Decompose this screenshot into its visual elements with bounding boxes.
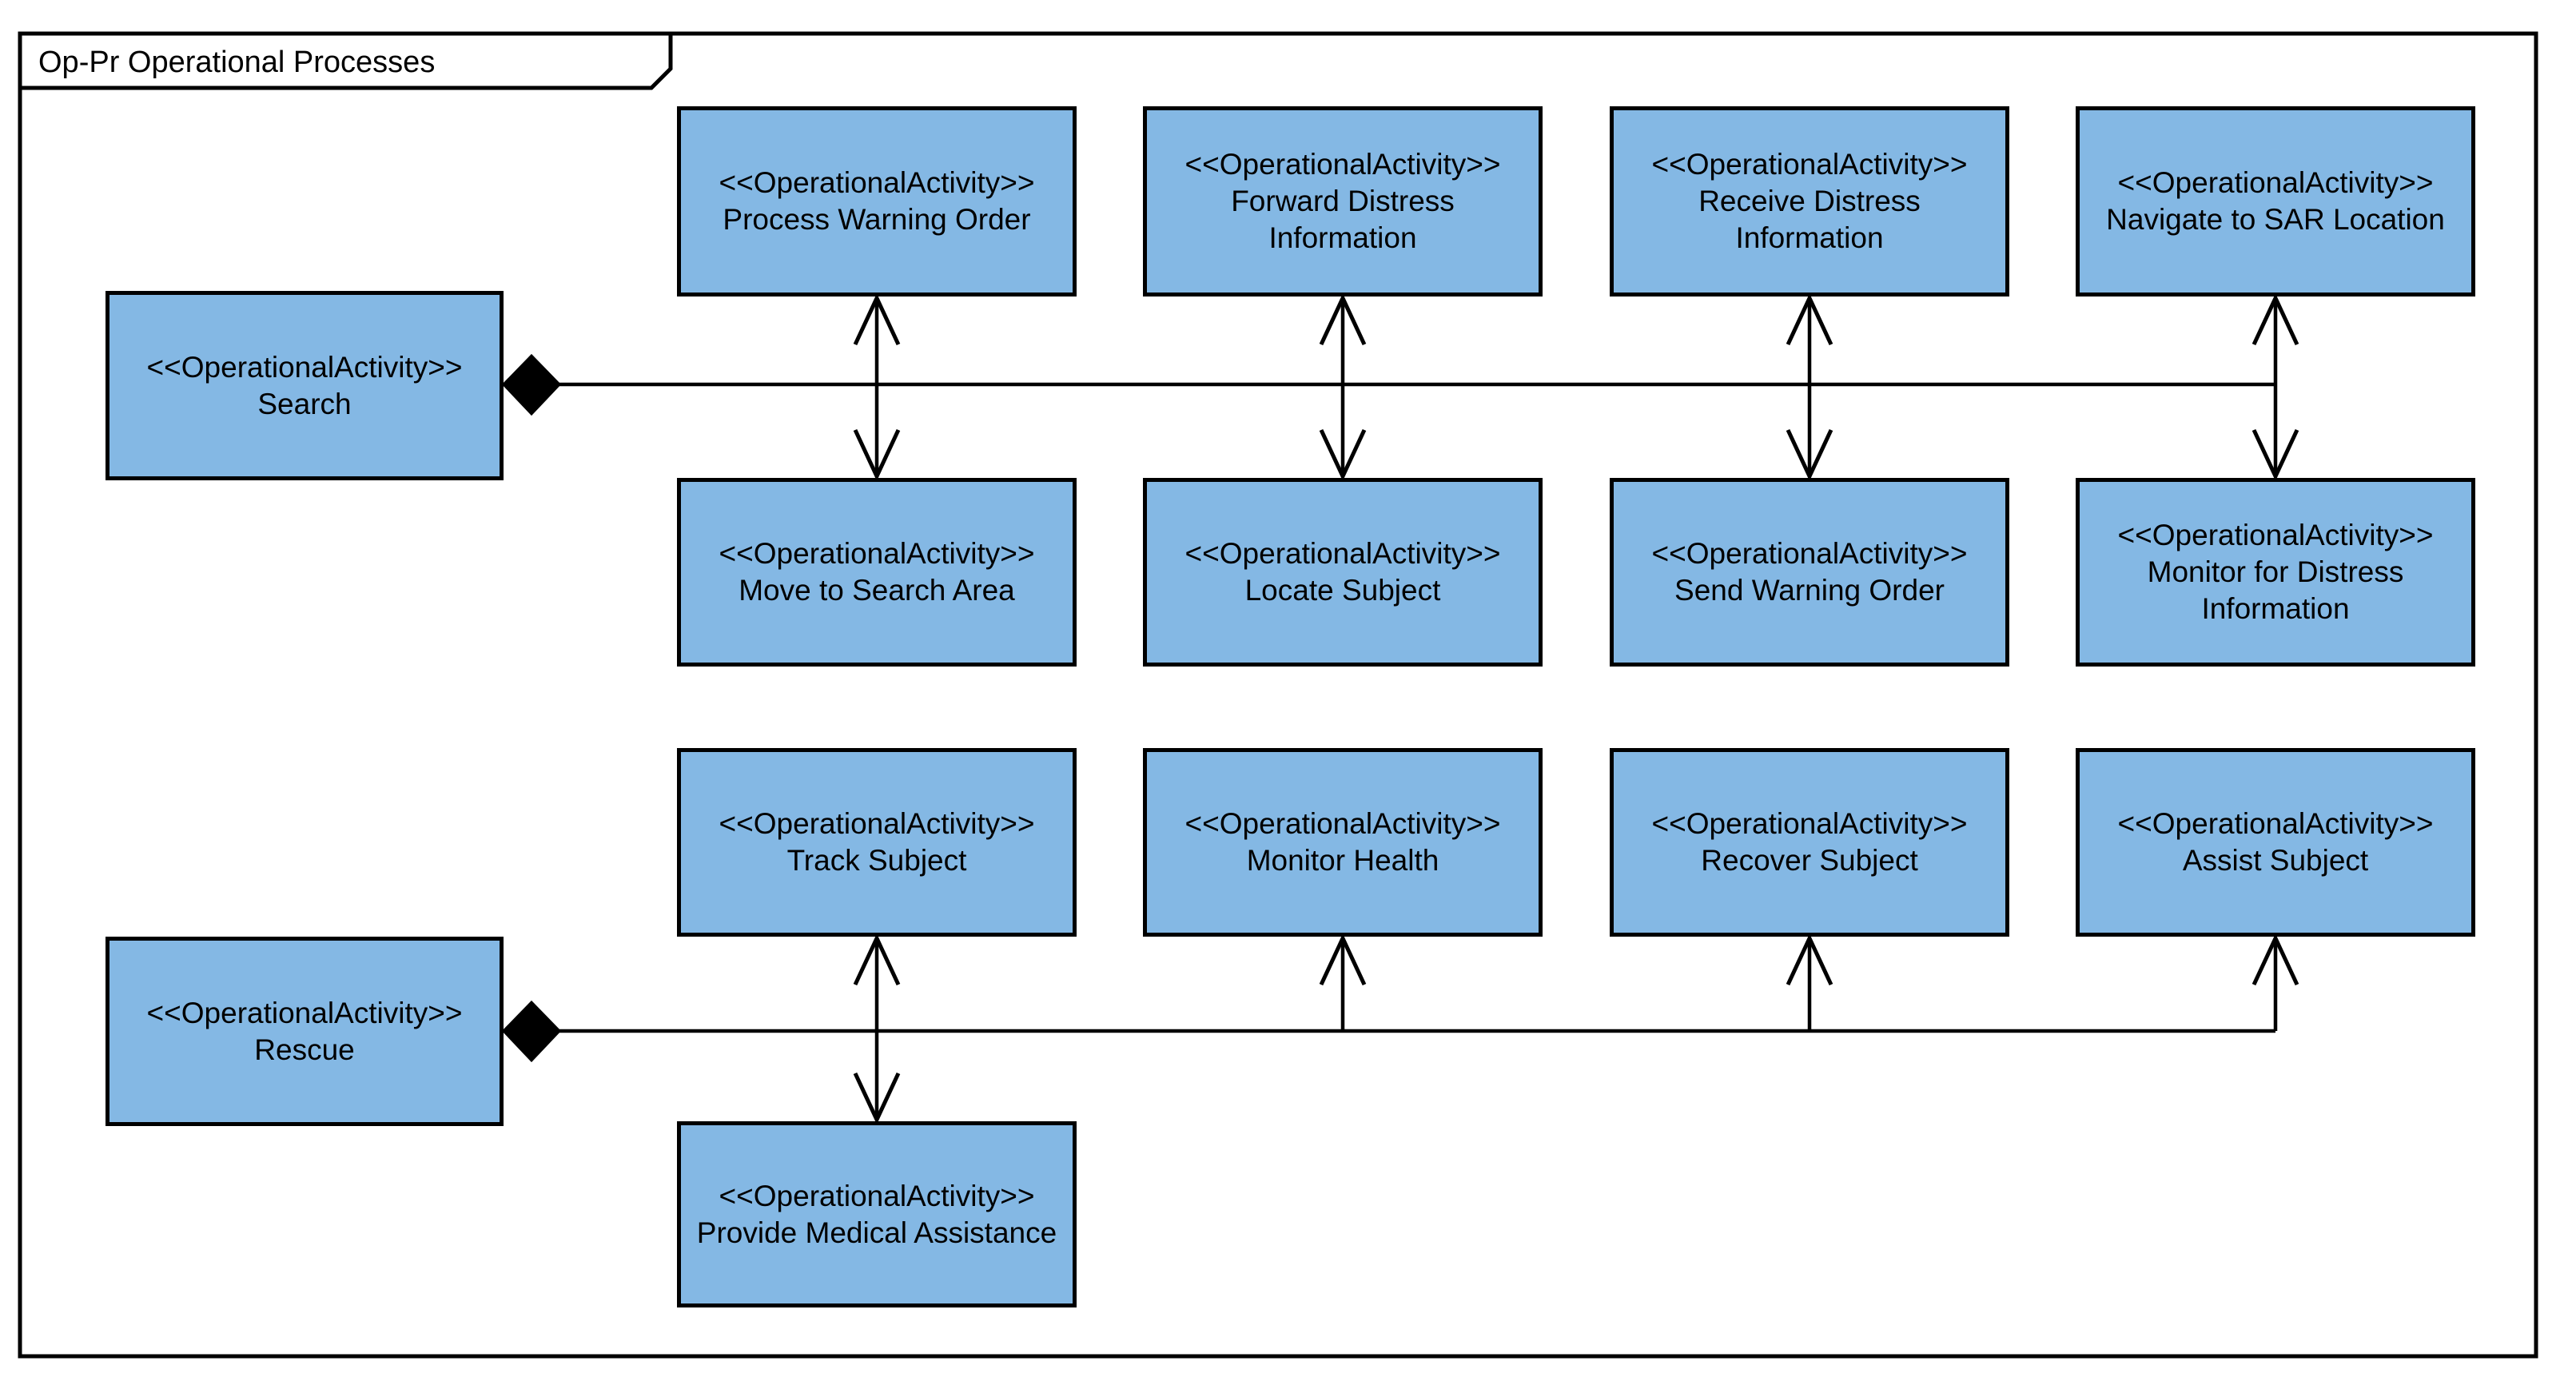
activity-name: Monitor for Distress Information: [2147, 555, 2404, 625]
arrowhead-down-send-warning-order[interactable]: [1786, 428, 1833, 481]
stereotype-label: <<OperationalActivity>>: [2117, 166, 2434, 199]
activity-node-navigate-to-sar-location[interactable]: <<OperationalActivity>> Navigate to SAR …: [2076, 106, 2475, 297]
arrowhead-down-locate-subject[interactable]: [1319, 428, 1367, 481]
arrowhead-down-move-to-search-area[interactable]: [853, 428, 901, 481]
activity-node-monitor-for-distress-information[interactable]: <<OperationalActivity>> Monitor for Dist…: [2076, 478, 2475, 667]
arrowhead-up-monitor-health[interactable]: [1319, 933, 1367, 986]
activity-name: Track Subject: [786, 844, 967, 877]
stereotype-label: <<OperationalActivity>>: [2117, 519, 2434, 551]
activity-node-provide-medical-assistance[interactable]: <<OperationalActivity>> Provide Medical …: [677, 1121, 1077, 1307]
arrowhead-up-forward-distress-information[interactable]: [1319, 293, 1367, 346]
stereotype-label: <<OperationalActivity>>: [719, 807, 1035, 840]
stereotype-label: <<OperationalActivity>>: [1651, 807, 1968, 840]
frame-title-tab: [18, 31, 673, 90]
arrowhead-up-recover-subject[interactable]: [1786, 933, 1833, 986]
activity-node-process-warning-order[interactable]: <<OperationalActivity>> Process Warning …: [677, 106, 1077, 297]
activity-node-search[interactable]: <<OperationalActivity>> Search: [106, 291, 504, 480]
arrowhead-down-monitor-for-distress-information[interactable]: [2252, 428, 2299, 481]
activity-name: Navigate to SAR Location: [2106, 203, 2445, 236]
stereotype-label: <<OperationalActivity>>: [719, 166, 1035, 199]
composition-diamond-rescue[interactable]: [501, 1000, 562, 1063]
activity-node-monitor-health[interactable]: <<OperationalActivity>> Monitor Health: [1143, 748, 1543, 937]
activity-name: Move to Search Area: [739, 574, 1015, 607]
activity-name: Recover Subject: [1701, 844, 1918, 877]
arrowhead-down-provide-medical-assistance[interactable]: [853, 1072, 901, 1124]
activity-node-receive-distress-information[interactable]: <<OperationalActivity>> Receive Distress…: [1610, 106, 2009, 297]
diagram-frame: [18, 31, 2538, 1359]
arrowhead-up-track-subject[interactable]: [853, 933, 901, 986]
stereotype-label: <<OperationalActivity>>: [146, 996, 463, 1029]
stereotype-label: <<OperationalActivity>>: [1651, 148, 1968, 181]
arrowhead-up-process-warning-order[interactable]: [853, 293, 901, 346]
stereotype-label: <<OperationalActivity>>: [719, 1179, 1035, 1212]
stereotype-label: <<OperationalActivity>>: [1184, 537, 1501, 570]
stereotype-label: <<OperationalActivity>>: [1651, 537, 1968, 570]
activity-node-locate-subject[interactable]: <<OperationalActivity>> Locate Subject: [1143, 478, 1543, 667]
activity-node-track-subject[interactable]: <<OperationalActivity>> Track Subject: [677, 748, 1077, 937]
activity-name: Process Warning Order: [723, 203, 1031, 236]
activity-node-send-warning-order[interactable]: <<OperationalActivity>> Send Warning Ord…: [1610, 478, 2009, 667]
arrowhead-up-navigate-to-sar-location[interactable]: [2252, 293, 2299, 346]
activity-node-forward-distress-information[interactable]: <<OperationalActivity>> Forward Distress…: [1143, 106, 1543, 297]
activity-name: Assist Subject: [2182, 844, 2369, 877]
stereotype-label: <<OperationalActivity>>: [146, 350, 463, 384]
stereotype-label: <<OperationalActivity>>: [2117, 807, 2434, 840]
activity-name: Receive Distress Information: [1698, 185, 1921, 254]
activity-node-assist-subject[interactable]: <<OperationalActivity>> Assist Subject: [2076, 748, 2475, 937]
arrowhead-up-receive-distress-information[interactable]: [1786, 293, 1833, 346]
activity-node-rescue[interactable]: <<OperationalActivity>> Rescue: [106, 937, 504, 1126]
activity-name: Monitor Health: [1246, 844, 1439, 877]
stereotype-label: <<OperationalActivity>>: [1184, 148, 1501, 181]
activity-name: Search: [257, 387, 352, 420]
activity-name: Send Warning Order: [1674, 574, 1945, 607]
activity-node-recover-subject[interactable]: <<OperationalActivity>> Recover Subject: [1610, 748, 2009, 937]
activity-name: Forward Distress Information: [1231, 185, 1455, 254]
stereotype-label: <<OperationalActivity>>: [1184, 807, 1501, 840]
arrowhead-up-assist-subject[interactable]: [2252, 933, 2299, 986]
activity-name: Rescue: [254, 1033, 355, 1066]
activity-name: Provide Medical Assistance: [696, 1216, 1057, 1249]
stereotype-label: <<OperationalActivity>>: [719, 537, 1035, 570]
composition-diamond-search[interactable]: [501, 353, 562, 416]
activity-name: Locate Subject: [1244, 574, 1441, 607]
activity-node-move-to-search-area[interactable]: <<OperationalActivity>> Move to Search A…: [677, 478, 1077, 667]
frame-title: Op-Pr Operational Processes: [38, 46, 436, 79]
